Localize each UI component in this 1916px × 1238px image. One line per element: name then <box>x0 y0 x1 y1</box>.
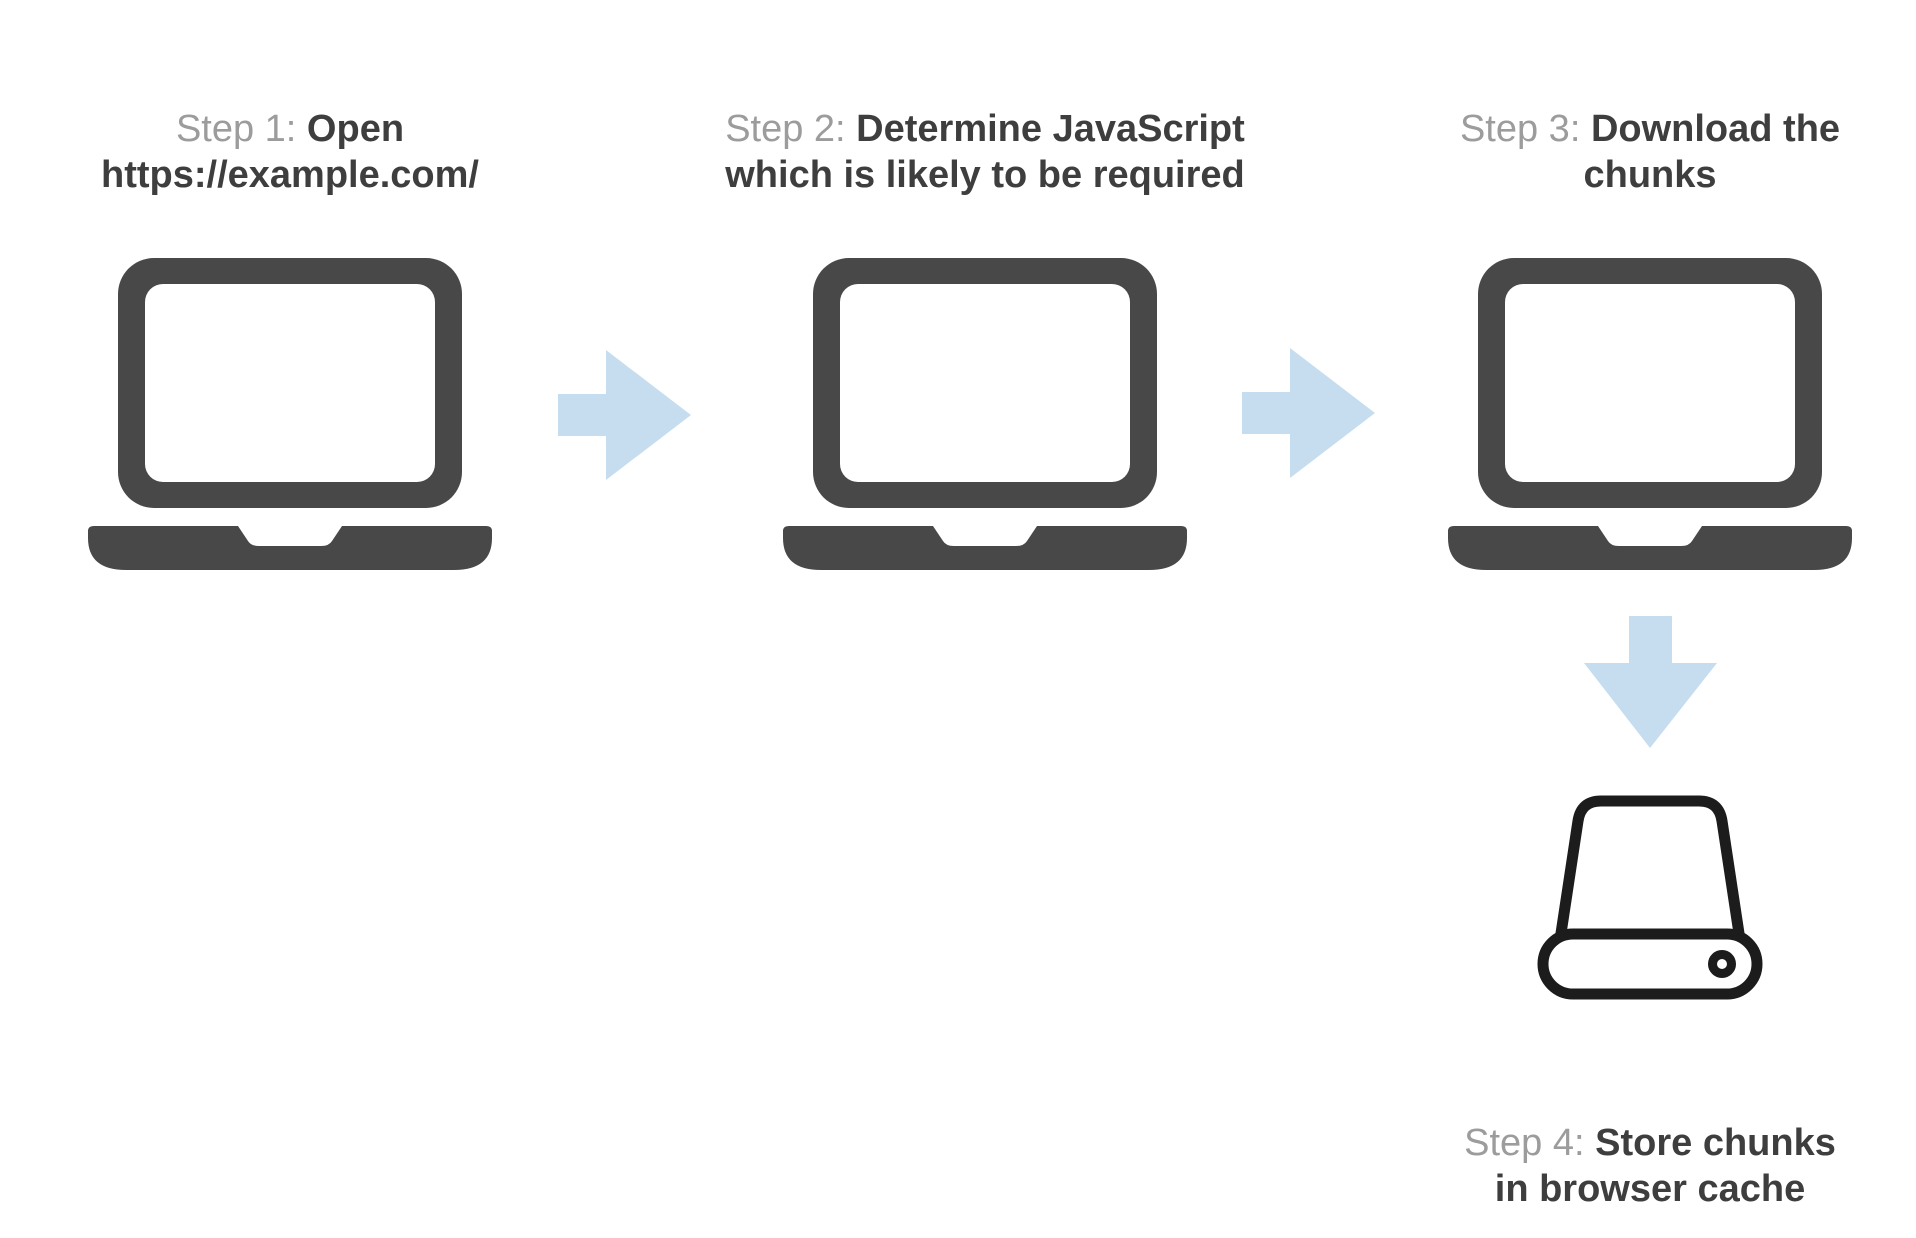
arrow-down-icon <box>1584 616 1717 748</box>
step-3-label: Download the chunks <box>1583 108 1841 196</box>
arrow-right-icon <box>1242 348 1375 478</box>
step-2-heading: Step 2: Determine JavaScript which is li… <box>585 60 1385 198</box>
step-1-label: Open https://example.com/ <box>101 108 479 196</box>
step-1-prefix: Step 1: <box>175 108 307 150</box>
laptop-icon <box>1448 258 1852 570</box>
laptop-icon <box>783 258 1187 570</box>
step-3-prefix: Step 3: <box>1459 108 1591 150</box>
step-4-heading: Step 4: Store chunks in browser cache <box>1400 1074 1900 1212</box>
step-3-heading: Step 3: Download the chunks <box>1390 60 1910 198</box>
step-2-prefix: Step 2: <box>725 108 857 150</box>
step-4-label: Store chunks in browser cache <box>1494 1122 1836 1210</box>
step-4-prefix: Step 4: <box>1464 1122 1596 1164</box>
laptop-icon <box>88 258 492 570</box>
step-2-label: Determine JavaScript which is likely to … <box>725 108 1245 196</box>
arrow-right-icon <box>558 350 691 480</box>
step-1-heading: Step 1: Open https://example.com/ <box>40 60 540 198</box>
hard-drive-icon <box>1537 795 1763 1000</box>
